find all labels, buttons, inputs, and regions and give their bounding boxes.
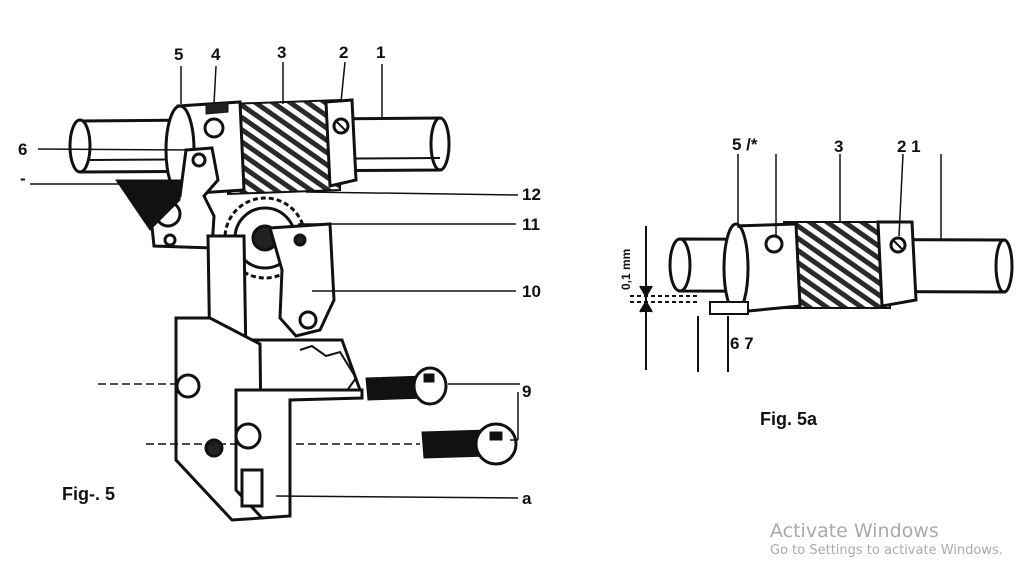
gap-dimension	[630, 226, 700, 370]
base-block-a	[174, 316, 364, 522]
activate-windows-subtitle: Go to Settings to activate Windows.	[770, 543, 1003, 558]
label-5a-6-7: 6 7	[730, 334, 754, 353]
collar-5-detail	[722, 222, 802, 314]
label-5a-5: 5 /*	[732, 135, 758, 154]
label-10: 10	[522, 282, 541, 301]
label-6: 6	[18, 140, 28, 159]
collar-2	[324, 98, 358, 188]
label-1: 1	[376, 43, 386, 62]
label-5a-2-1: 2 1	[897, 137, 921, 156]
feed-plate	[115, 179, 181, 231]
label-3: 3	[277, 43, 287, 62]
label-2: 2	[339, 43, 349, 62]
lever-10	[268, 222, 336, 338]
label-a: a	[522, 489, 532, 508]
screw-9-upper	[365, 366, 448, 406]
label-5: 5	[174, 45, 184, 64]
lever-6-7-detail	[697, 301, 749, 372]
collar-2-detail	[876, 220, 918, 308]
leader-lines	[37, 61, 520, 499]
screw-9-lower	[421, 422, 518, 466]
label-4: 4	[211, 45, 221, 64]
label-11: 11	[522, 215, 540, 234]
figure-5a-caption: Fig. 5a	[760, 409, 818, 429]
activate-windows-title: Activate Windows	[770, 520, 939, 542]
figure-5a-drawing	[630, 153, 1014, 372]
label-9: 9	[522, 382, 532, 401]
figure-5-caption: Fig-. 5	[62, 484, 115, 504]
label-12: 12	[522, 185, 541, 204]
label-dash: -	[20, 169, 26, 188]
label-5a-3: 3	[834, 137, 844, 156]
gap-label: 0,1 mm	[619, 248, 633, 290]
figure-5-drawing	[30, 61, 520, 522]
leader-lines-5a	[737, 153, 942, 240]
